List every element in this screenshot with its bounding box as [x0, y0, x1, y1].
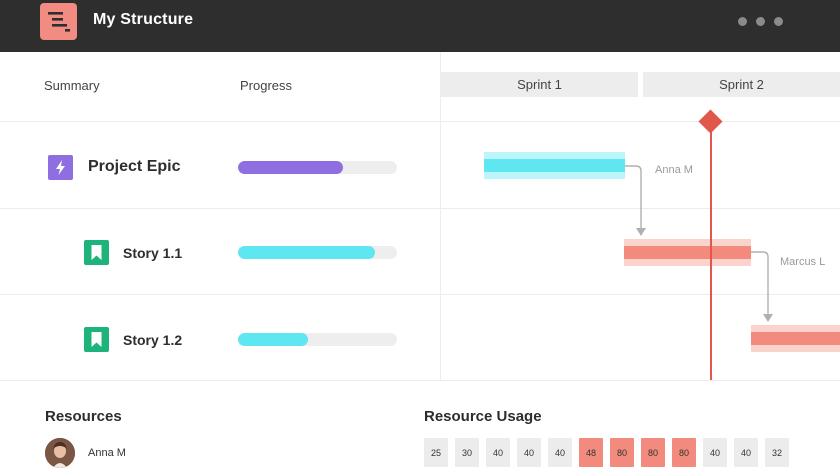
structure-logo-icon[interactable] [40, 3, 77, 40]
resource-name: Anna M [88, 447, 126, 459]
usage-cell: 30 [455, 438, 479, 467]
progress-fill [238, 161, 343, 174]
dot [774, 17, 783, 26]
sprint-2-header[interactable]: Sprint 2 [643, 72, 840, 97]
row-divider [0, 380, 840, 381]
gantt-bar-project-epic[interactable] [484, 152, 625, 179]
summary-column-header[interactable]: Summary [44, 78, 100, 93]
assignee-label: Marcus L [780, 256, 826, 268]
dot [756, 17, 765, 26]
top-bar: My Structure [0, 0, 840, 52]
more-dots-icon[interactable] [738, 17, 783, 26]
usage-cell: 40 [548, 438, 572, 467]
resource-usage-title: Resource Usage [424, 408, 542, 425]
usage-cell: 40 [734, 438, 758, 467]
usage-cell: 40 [486, 438, 510, 467]
bookmark-icon [84, 240, 109, 265]
sprint-1-header[interactable]: Sprint 1 [441, 72, 638, 97]
gantt-bar-core [624, 246, 751, 259]
row-label-story-1-1[interactable]: Story 1.1 [123, 245, 183, 261]
row-divider [0, 121, 840, 122]
usage-cell: 40 [517, 438, 541, 467]
usage-cell: 80 [610, 438, 634, 467]
progress-fill [238, 246, 375, 259]
progress-bar-story-1-1 [238, 246, 397, 259]
gantt-divider [440, 52, 441, 380]
usage-cell: 40 [703, 438, 727, 467]
gantt-bar-core [751, 332, 840, 345]
progress-column-header[interactable]: Progress [240, 78, 293, 93]
app-title: My Structure [93, 11, 194, 28]
usage-cell: 32 [765, 438, 789, 467]
gantt-bar-story-1-1[interactable] [624, 239, 751, 266]
progress-bar-story-1-2 [238, 333, 397, 346]
row-divider [0, 294, 840, 295]
resources-title: Resources [45, 408, 122, 425]
usage-cell: 25 [424, 438, 448, 467]
gantt-bar-story-1-2[interactable] [751, 325, 840, 352]
progress-bar-project-epic [238, 161, 397, 174]
usage-cell: 80 [641, 438, 665, 467]
gantt-bar-core [484, 159, 625, 172]
row-divider [0, 208, 840, 209]
avatar[interactable] [45, 438, 75, 468]
bookmark-icon [84, 327, 109, 352]
today-line [710, 122, 712, 380]
usage-cell: 48 [579, 438, 603, 467]
usage-cell: 80 [672, 438, 696, 467]
row-label-project-epic[interactable]: Project Epic [88, 158, 181, 175]
dot [738, 17, 747, 26]
assignee-label: Anna M [655, 164, 693, 176]
progress-fill [238, 333, 308, 346]
lightning-icon [48, 155, 73, 180]
row-label-story-1-2[interactable]: Story 1.2 [123, 332, 183, 348]
